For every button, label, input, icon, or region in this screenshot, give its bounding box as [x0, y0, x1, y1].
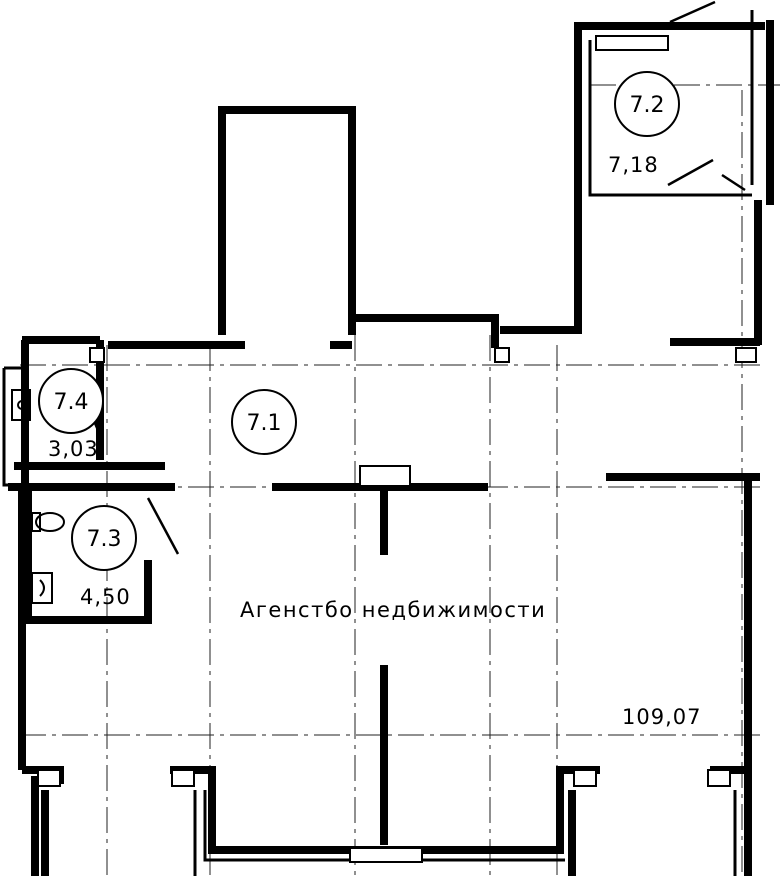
room-area-7-4: 3,03: [48, 437, 99, 461]
toilet-fixture: [35, 512, 65, 532]
room-number: 7.1: [247, 411, 282, 436]
room-area-7-1: 109,07: [622, 705, 701, 729]
room-marker-7-4: 7.4: [38, 368, 104, 434]
room-area-7-2: 7,18: [608, 153, 659, 177]
room-caption: Агенстбо недбижимости: [240, 598, 546, 622]
walls: [2, 10, 774, 876]
room-number: 7.3: [87, 527, 122, 552]
room-marker-7-1: 7.1: [231, 389, 297, 455]
room-number: 7.2: [630, 93, 665, 118]
room-area-7-3: 4,50: [80, 585, 131, 609]
room-marker-7-2: 7.2: [614, 71, 680, 137]
room-marker-7-3: 7.3: [71, 505, 137, 571]
fixtures: [11, 389, 65, 604]
room-number: 7.4: [54, 390, 89, 415]
sink-fixture-small: [11, 389, 31, 421]
sink-fixture: [31, 572, 53, 604]
